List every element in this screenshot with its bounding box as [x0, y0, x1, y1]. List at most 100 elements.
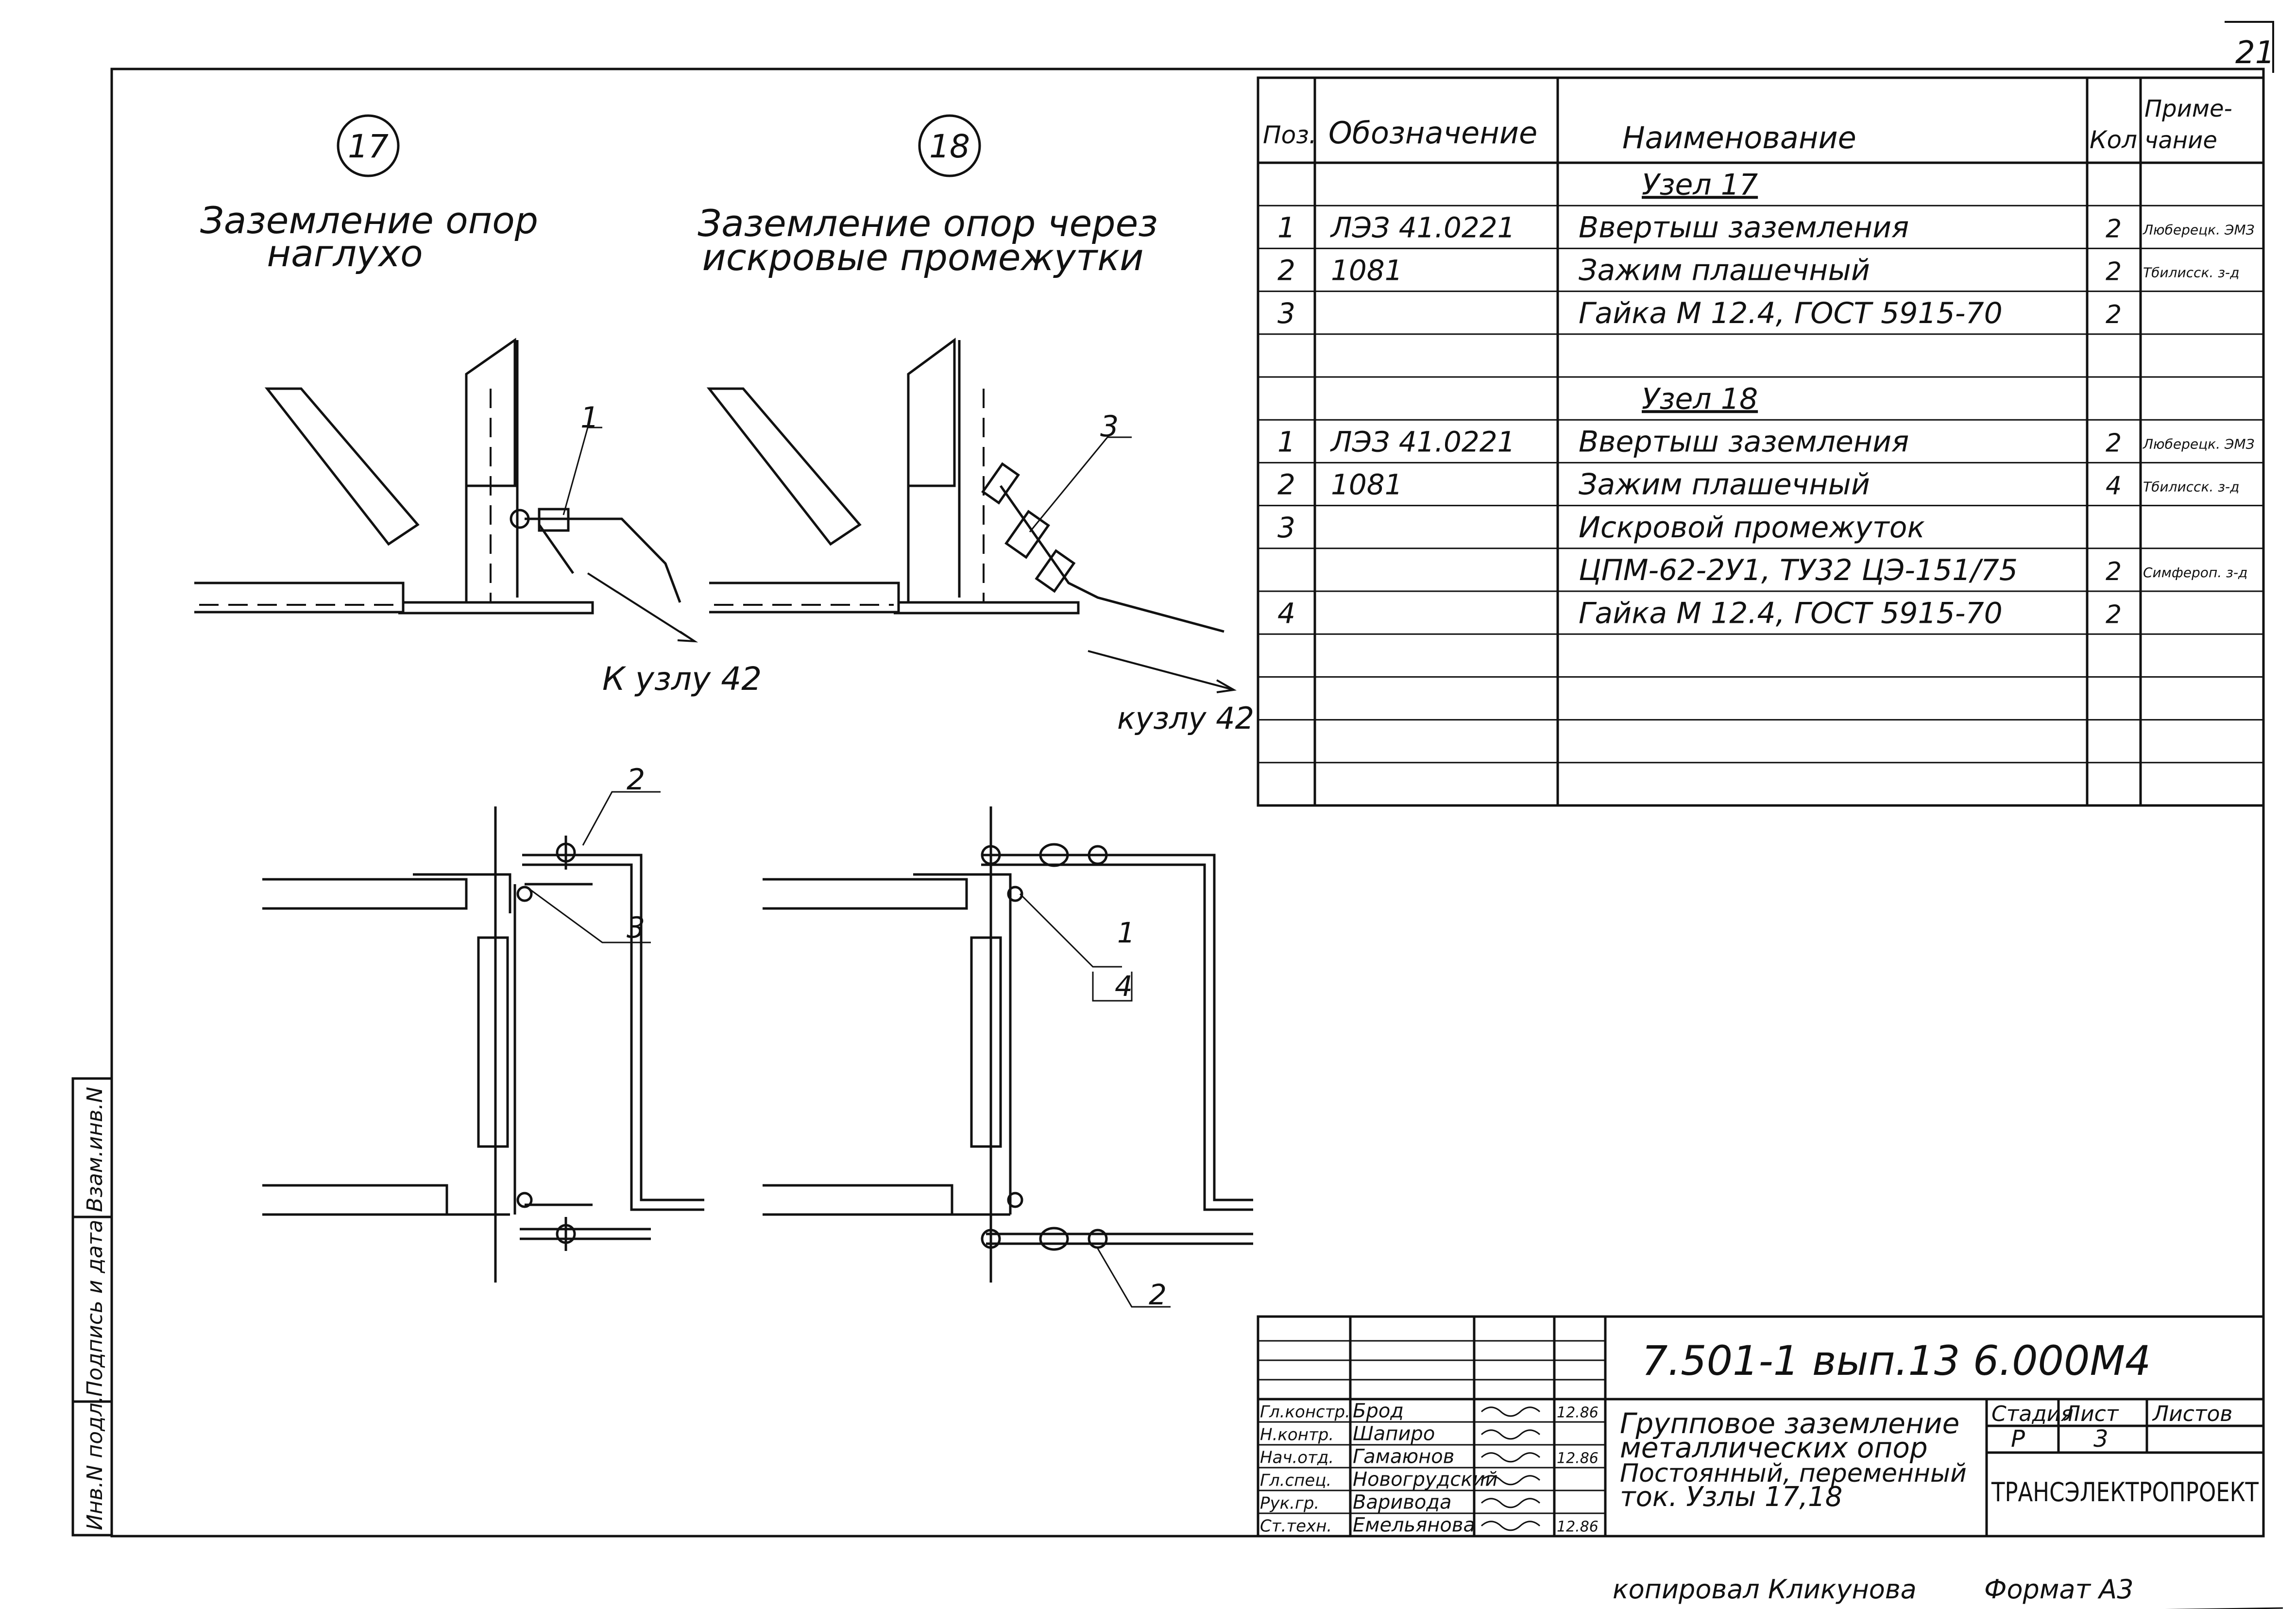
spec-section-title: Узел 17	[1642, 168, 1758, 202]
signature-mark	[1480, 1498, 1541, 1508]
spec-row-note: Тбилисск. з-д	[2143, 479, 2240, 495]
spec-row-note: Люберецк. ЭМЗ	[2143, 436, 2255, 452]
node-17-callout-2: 2	[627, 763, 645, 797]
signature-role: Рук.гр.	[1260, 1494, 1319, 1513]
signature-name: Емельянова	[1353, 1514, 1475, 1537]
spec-row-name: Искровой промежуток	[1579, 511, 1925, 545]
signature-name: Гамаюнов	[1353, 1446, 1454, 1468]
node-18-header: 18 Заземление опор через искровые промеж…	[697, 114, 1158, 279]
page-number: 21	[2235, 35, 2275, 71]
signature-name: Варивода	[1353, 1491, 1452, 1514]
spec-row-qty: 2	[2106, 300, 2122, 329]
spec-row-name: ЦПМ-62-2У1, ТУ32 ЦЭ-151/75	[1579, 553, 2018, 587]
spec-row-qty: 4	[2106, 472, 2122, 501]
signature-role: Н.контр.	[1260, 1425, 1334, 1445]
spec-header-pos: Поз.	[1263, 121, 1317, 149]
signature-name: Шапиро	[1353, 1423, 1435, 1445]
title-description-line3: Постоянный, переменный	[1620, 1459, 1967, 1488]
side-stamp: Инв.N подл. Подпись и дата Взам.инв.N	[71, 1077, 113, 1537]
organization-name: ТРАНСЭЛЕКТРОПРОЕКТ	[1991, 1477, 2259, 1507]
side-stamp-field-signature: Подпись и дата	[83, 1220, 107, 1397]
spec-header-designation: Обозначение	[1328, 115, 1537, 151]
node-17-title-line1: Заземление опор	[200, 199, 538, 242]
spec-row-designation: ЛЭЗ 41.0221	[1330, 425, 1515, 458]
spec-header-name: Наименование	[1622, 120, 1856, 155]
spec-row-qty: 2	[2106, 257, 2122, 287]
spec-row-pos: 3	[1277, 511, 1295, 544]
spec-row-designation: ЛЭЗ 41.0221	[1330, 211, 1515, 244]
spec-header-note-line2: чание	[2144, 127, 2217, 154]
node-17-title-line2: наглухо	[267, 232, 423, 275]
node-18-arrow-label: кузлу 42	[1117, 701, 1254, 736]
node-18-callout-2: 2	[1149, 1278, 1167, 1311]
document-code: 7.501-1 вып.13 6.000М4	[1642, 1337, 2151, 1385]
side-stamp-field-replaced: Взам.инв.N	[83, 1087, 107, 1212]
sheet-value: 3	[2093, 1425, 2109, 1453]
node-18-top-callout: 3	[1100, 410, 1119, 444]
sheets-label: Листов	[2152, 1402, 2232, 1426]
signature-mark	[1480, 1429, 1541, 1440]
spec-row-qty: 2	[2106, 600, 2122, 629]
spec-row-pos: 3	[1277, 297, 1295, 330]
spec-row-pos: 1	[1277, 211, 1295, 244]
signature-name: Новогрудский	[1353, 1469, 1497, 1491]
node-18-side-view	[706, 338, 1237, 693]
node-17-number: 17	[348, 128, 389, 165]
node-17-plan-view	[262, 791, 704, 1283]
signature-mark	[1480, 1475, 1541, 1486]
signature-role: Ст.техн.	[1260, 1517, 1332, 1536]
spec-header-qty: Кол	[2090, 126, 2137, 154]
signature-date: 12.86	[1557, 1450, 1599, 1467]
footer-format: Формат А3	[1984, 1574, 2134, 1605]
spec-row-pos: 1	[1277, 425, 1295, 458]
signature-mark	[1480, 1452, 1541, 1463]
node-17-header: 17 Заземление опор наглухо	[200, 114, 538, 275]
node-18-title-line1: Заземление опор через	[697, 202, 1157, 245]
signature-mark	[1480, 1521, 1541, 1531]
node-17-arrow-label: К узлу 42	[602, 660, 762, 698]
stage-value: Р	[2011, 1425, 2025, 1453]
node-17-side-view	[194, 338, 698, 643]
spec-section-title: Узел 18	[1642, 382, 1758, 416]
sheet-label: Лист	[2063, 1402, 2119, 1426]
spec-row-name: Гайка М 12.4, ГОСТ 5915-70	[1579, 596, 2003, 630]
spec-row-name: Ввертыш заземления	[1579, 425, 1909, 459]
signature-mark	[1480, 1406, 1541, 1417]
spec-row-designation: 1081	[1331, 254, 1403, 287]
signature-role: Гл.констр.	[1260, 1403, 1350, 1422]
node-18-callout-4: 4	[1115, 970, 1133, 1003]
title-description-line1: Групповое заземление	[1620, 1407, 1959, 1440]
title-description-line2: металлических опор	[1620, 1431, 1928, 1464]
signature-date: 12.86	[1557, 1404, 1599, 1421]
signature-role: Нач.отд.	[1260, 1448, 1334, 1468]
node-18-plan-view	[763, 806, 1253, 1308]
footer-copied-by: копировал Кликунова	[1613, 1574, 1917, 1605]
title-description-line4: ток. Узлы 17,18	[1620, 1481, 1842, 1513]
spec-row-name: Зажим плашечный	[1579, 468, 1870, 502]
spec-header-note-line1: Приме-	[2144, 95, 2232, 122]
spec-row-qty: 2	[2106, 428, 2122, 458]
spec-row-name: Зажим плашечный	[1579, 254, 1870, 288]
spec-row-name: Ввертыш заземления	[1579, 210, 1909, 244]
spec-row-qty: 2	[2106, 557, 2122, 586]
spec-table: Поз. Обозначение Наименование Кол Приме-…	[1257, 76, 2265, 807]
spec-row-note: Симфероп. з-д	[2143, 565, 2247, 581]
node-18-number: 18	[929, 128, 970, 165]
signature-role: Гл.спец.	[1260, 1471, 1331, 1490]
spec-row-qty: 2	[2106, 214, 2122, 243]
spec-row-pos: 2	[1277, 468, 1295, 501]
spec-row-designation: 1081	[1331, 468, 1403, 501]
side-stamp-field-inv: Инв.N подл.	[83, 1396, 107, 1530]
node-17-callout-3: 3	[627, 911, 645, 945]
node-17-top-callout: 1	[580, 401, 599, 435]
spec-row-name: Гайка М 12.4, ГОСТ 5915-70	[1579, 296, 2003, 330]
signature-name: Брод	[1353, 1400, 1404, 1422]
spec-row-pos: 2	[1277, 254, 1295, 287]
spec-row-pos: 4	[1277, 597, 1295, 630]
signature-date: 12.86	[1557, 1519, 1599, 1536]
stage-label: Стадия	[1991, 1402, 2074, 1426]
spec-row-note: Тбилисск. з-д	[2143, 265, 2240, 281]
spec-row-note: Люберецк. ЭМЗ	[2143, 222, 2255, 238]
